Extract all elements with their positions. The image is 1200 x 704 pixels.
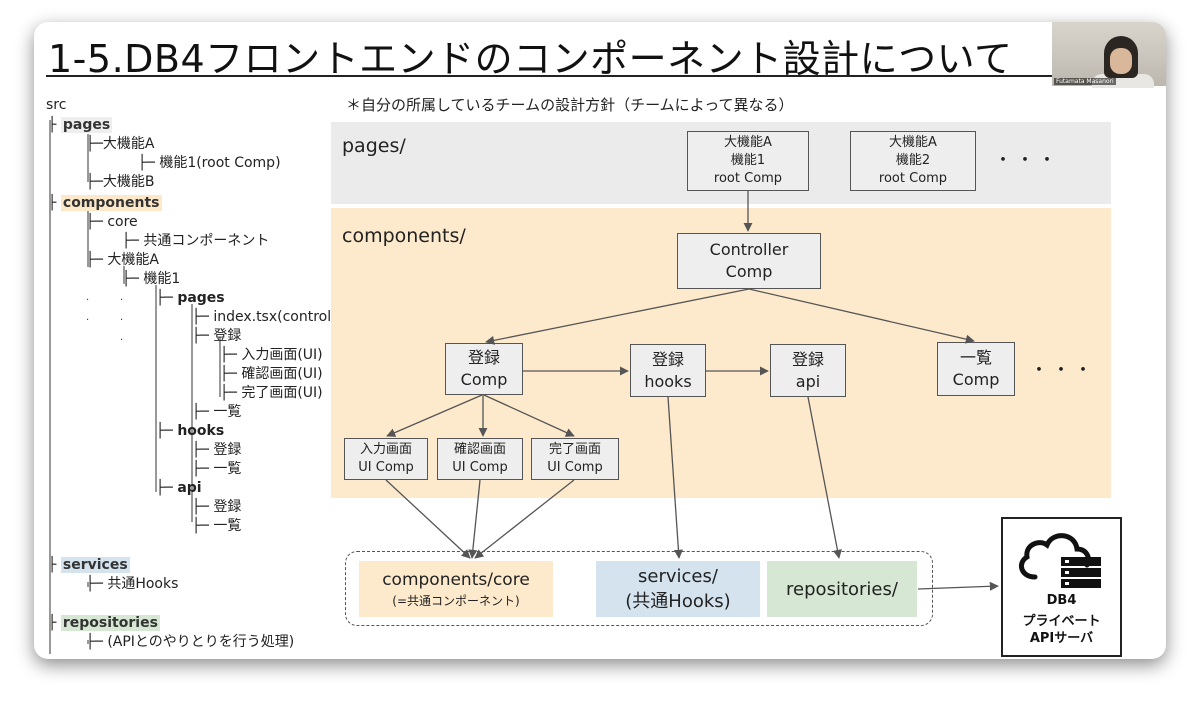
tree-nyuryoku: ├─ 入力画面(UI) bbox=[220, 347, 323, 363]
tree-touroku-3: ├─ 登録 bbox=[192, 499, 242, 515]
tree-src: src bbox=[46, 97, 67, 113]
tree-ichiran-1: ├─ 一覧 bbox=[192, 404, 242, 420]
tree-api: ├─ api bbox=[156, 480, 202, 496]
tree-pages: ├ pages bbox=[48, 117, 113, 133]
svg-text:.: . bbox=[86, 292, 89, 303]
slide: 1-5.DB4フロントエンドのコンポーネント設計について Futamata Ma… bbox=[34, 22, 1166, 659]
pages-ellipsis: ・・・ bbox=[994, 150, 1060, 171]
arrow-api-to-repositories bbox=[807, 396, 842, 559]
api-server-label-3: APIサーバ bbox=[1029, 631, 1094, 646]
tree-touroku-2: ├─ 登録 bbox=[192, 442, 242, 458]
webcam-thumbnail: Futamata Masanori bbox=[1052, 22, 1166, 88]
diagram-arrows bbox=[385, 191, 999, 591]
components-ellipsis: ・・・ bbox=[1030, 360, 1096, 381]
tree-daikinoua-1: ├─大機能A bbox=[86, 136, 155, 152]
svg-text:.: . bbox=[120, 312, 123, 323]
arrow-touroku-to-kanryo bbox=[483, 394, 575, 437]
api-server-label-2: プライベート bbox=[1022, 614, 1101, 629]
repositories-box: repositories/ bbox=[767, 561, 917, 617]
tree-repositories-label: repositories bbox=[60, 615, 160, 631]
tree-kanryo: ├─ 完了画面(UI) bbox=[220, 385, 323, 401]
tree-daikinoub: ├─大機能B bbox=[86, 174, 155, 190]
svg-text:.: . bbox=[120, 292, 123, 303]
arrow-repositories-to-server bbox=[917, 581, 999, 591]
arrow-hooks-to-services bbox=[667, 396, 683, 559]
arrow-kanryo-to-core bbox=[474, 479, 575, 559]
design-note: ＊自分の所属しているチームの設計方針（チームによって異なる） bbox=[346, 96, 794, 114]
tree-sub-pages: ├─ pages bbox=[156, 290, 225, 306]
tree-kyoutsuu: ├─ 共通コンポーネント bbox=[122, 233, 270, 249]
tree-touroku-1: ├─ 登録 bbox=[192, 328, 242, 344]
presenter-name: Futamata Masanori bbox=[1054, 78, 1116, 85]
arrow-controller-to-touroku bbox=[485, 288, 750, 345]
svg-text:.: . bbox=[86, 312, 89, 323]
tree-kinou1: ├─ 機能1 bbox=[122, 271, 181, 287]
components-core-box: components/core (=共通コンポーネント) bbox=[359, 561, 553, 617]
tree-kakunin: ├─ 確認画面(UI) bbox=[220, 366, 323, 382]
tree-pages-label: pages bbox=[60, 117, 113, 133]
tree-hooks: ├─ hooks bbox=[156, 423, 225, 439]
slide-title: 1-5.DB4フロントエンドのコンポーネント設計について bbox=[48, 37, 1013, 81]
tree-kyoutsuu-hooks: ├─ 共通Hooks bbox=[86, 576, 179, 592]
arrow-touroku-to-nyuryoku bbox=[386, 394, 483, 437]
db4-api-server: DB4 プライベート APIサーバ bbox=[1001, 517, 1122, 657]
arrow-kakunin-to-core bbox=[468, 479, 481, 559]
tree-ichiran-3: ├─ 一覧 bbox=[192, 518, 242, 534]
api-server-label-1: DB4 bbox=[1046, 593, 1077, 608]
svg-text:.: . bbox=[120, 332, 123, 343]
services-box: services/ (共通Hooks) bbox=[596, 561, 760, 617]
tree-daikinoua-2: ├─ 大機能A bbox=[86, 252, 159, 268]
tree-services: ├ services bbox=[48, 557, 130, 573]
pages-zone-label: pages/ bbox=[342, 135, 406, 157]
tree-components: ├ components bbox=[48, 195, 162, 211]
tree-api-shori: ├─ (APIとのやりとりを行う処理) bbox=[86, 634, 295, 650]
tree-core: ├─ core bbox=[86, 214, 138, 230]
arrow-controller-to-ichiran bbox=[748, 288, 975, 344]
presenter-face bbox=[1110, 48, 1132, 74]
arrow-nyuryoku-to-core bbox=[385, 479, 471, 559]
cloud-server-icon bbox=[1018, 533, 1101, 588]
tree-ichiran-2: ├─ 一覧 bbox=[192, 461, 242, 477]
tree-guides: .. .. . bbox=[49, 120, 221, 654]
components-zone-label: components/ bbox=[342, 225, 466, 247]
tree-kinou1-root: ├─ 機能1(root Comp) bbox=[138, 155, 281, 171]
tree-repositories: ├ repositories bbox=[48, 615, 160, 631]
title-underline bbox=[46, 75, 1056, 77]
tree-components-label: components bbox=[60, 195, 162, 211]
tree-services-label: services bbox=[60, 557, 130, 573]
